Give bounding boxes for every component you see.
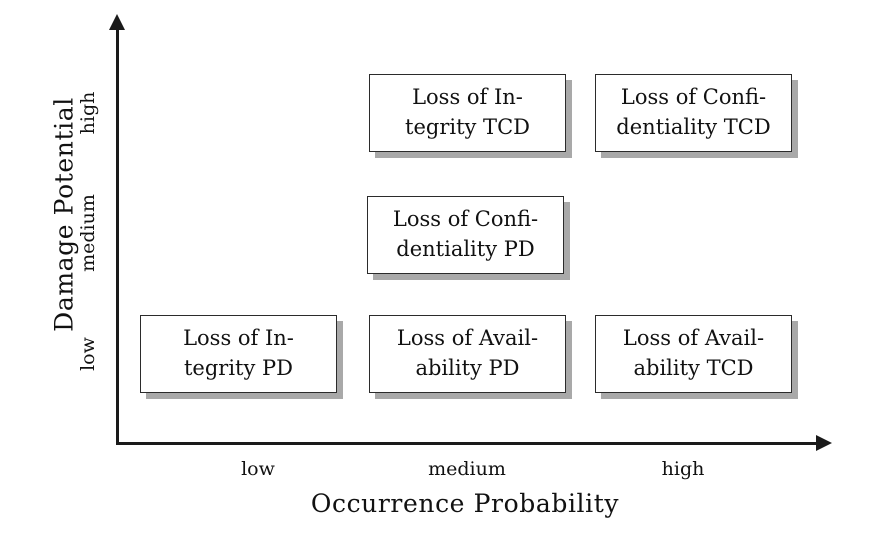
risk-cell-label: Loss of In- tegrity PD <box>183 326 294 380</box>
risk-cell-confidentiality-pd: Loss of Confi- dentiality PD <box>367 196 564 274</box>
risk-cell-confidentiality-tcd: Loss of Confi- dentiality TCD <box>595 74 792 152</box>
y-axis-line <box>116 26 119 445</box>
x-axis-title: Occurrence Probability <box>310 489 620 518</box>
x-tick-label-low: low <box>241 458 275 480</box>
x-axis-arrow-icon <box>816 435 832 451</box>
x-tick-label-high: high <box>661 458 705 480</box>
risk-cell-label: Loss of In- tegrity TCD <box>405 85 530 139</box>
risk-cell-label: Loss of Avail- ability PD <box>396 326 539 380</box>
y-tick-label-high: high <box>77 91 99 135</box>
risk-cell-integrity-tcd: Loss of In- tegrity TCD <box>369 74 566 152</box>
x-tick-label-medium: medium <box>428 458 506 480</box>
y-axis-arrow-icon <box>109 14 125 30</box>
risk-cell-label: Loss of Confi- dentiality PD <box>392 207 539 261</box>
y-tick-label-low: low <box>77 337 99 371</box>
risk-cell-label: Loss of Confi- dentiality TCD <box>616 85 771 139</box>
risk-cell-integrity-pd: Loss of In- tegrity PD <box>140 315 337 393</box>
y-tick-label-medium: medium <box>77 194 99 272</box>
risk-cell-label: Loss of Avail- ability TCD <box>622 326 765 380</box>
y-axis-title: Damage Potential <box>49 97 79 332</box>
risk-cell-availability-pd: Loss of Avail- ability PD <box>369 315 566 393</box>
risk-cell-availability-tcd: Loss of Avail- ability TCD <box>595 315 792 393</box>
x-axis-line <box>116 442 822 445</box>
